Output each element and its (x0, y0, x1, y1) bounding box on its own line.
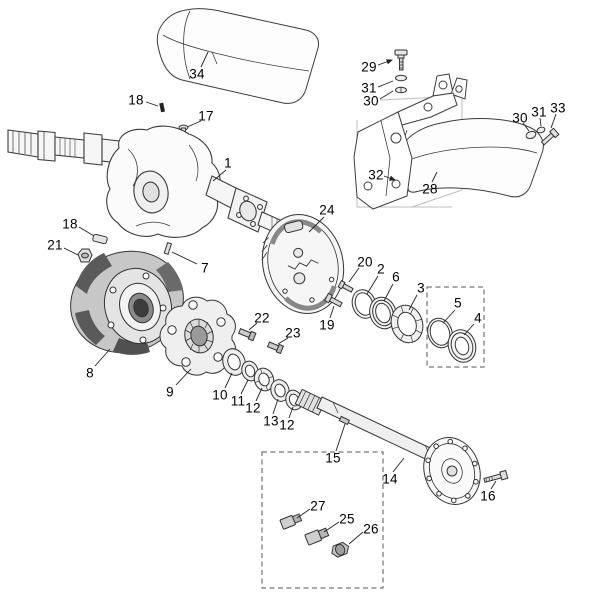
callout-24: 24 (319, 202, 335, 218)
callout-34: 34 (189, 66, 205, 82)
callout-17: 17 (198, 108, 214, 124)
lock-washer-30 (395, 86, 407, 94)
bearing-3 (390, 304, 424, 344)
bracket-32 (353, 73, 468, 210)
callout-29: 29 (361, 59, 377, 75)
pin-18-top (159, 102, 165, 113)
shaft-flange-14 (423, 437, 481, 505)
callout-32: 32 (368, 167, 384, 183)
shield-34 (156, 8, 319, 104)
ring-5 (427, 317, 453, 349)
callout-27: 27 (310, 498, 326, 514)
callout-6: 6 (392, 269, 400, 285)
bolt-20 (337, 279, 354, 293)
inset-box-plugs (261, 451, 384, 589)
callout-28: 28 (422, 181, 438, 197)
bolt-19 (323, 292, 343, 308)
washer-30-right (525, 130, 537, 140)
callout-30: 30 (512, 110, 528, 126)
callout-18: 18 (62, 216, 78, 232)
washer-31-icon (395, 74, 407, 82)
callout-4: 4 (474, 310, 482, 326)
callout-33: 33 (550, 100, 566, 116)
callout-30: 30 (363, 93, 379, 109)
nut-21 (77, 248, 93, 263)
brake-assembly-24 (261, 214, 345, 314)
callout-19: 19 (319, 317, 335, 333)
key-15 (338, 415, 351, 426)
callout-9: 9 (166, 384, 174, 400)
washer-13 (270, 379, 290, 402)
callout-18: 18 (128, 92, 144, 108)
callout-25: 25 (339, 511, 355, 527)
callout-14: 14 (382, 471, 398, 487)
callout-20: 20 (357, 254, 373, 270)
bolt-29 (394, 49, 408, 71)
callout-16: 16 (480, 488, 496, 504)
callout-22: 22 (254, 310, 270, 326)
pin-7 (163, 241, 173, 255)
callout-12: 12 (279, 417, 295, 433)
washer-10 (222, 348, 246, 376)
callout-8: 8 (86, 365, 94, 381)
flange-9 (159, 296, 236, 376)
callout-2: 2 (377, 261, 385, 277)
bearing-12 (253, 367, 275, 392)
stud-22 (237, 328, 257, 342)
hub-8 (70, 250, 184, 355)
callout-11: 11 (230, 393, 246, 409)
axle-housing-1 (7, 125, 288, 238)
callout-21: 21 (47, 237, 63, 253)
callout-26: 26 (363, 521, 379, 537)
bolt-33 (540, 127, 560, 146)
callout-12: 12 (245, 400, 261, 416)
bolt-16 (483, 469, 509, 483)
stud-23 (266, 341, 285, 355)
sleeve-18 (92, 233, 108, 245)
plug-25 (304, 527, 330, 546)
callout-7: 7 (201, 260, 209, 276)
callout-31: 31 (361, 80, 377, 96)
callout-15: 15 (325, 450, 341, 466)
inset-box-seals (426, 286, 485, 368)
callout-5: 5 (454, 295, 462, 311)
callout-23: 23 (285, 325, 301, 341)
seal-6 (369, 296, 397, 330)
plug-26 (331, 541, 350, 558)
washer-31-right (536, 126, 546, 134)
seal-4 (447, 329, 477, 363)
callout-13: 13 (263, 413, 279, 429)
callout-10: 10 (212, 387, 228, 403)
leader-lines (63, 51, 557, 545)
callout-31: 31 (531, 104, 547, 120)
callout-3: 3 (417, 280, 425, 296)
callout-1: 1 (224, 155, 232, 171)
